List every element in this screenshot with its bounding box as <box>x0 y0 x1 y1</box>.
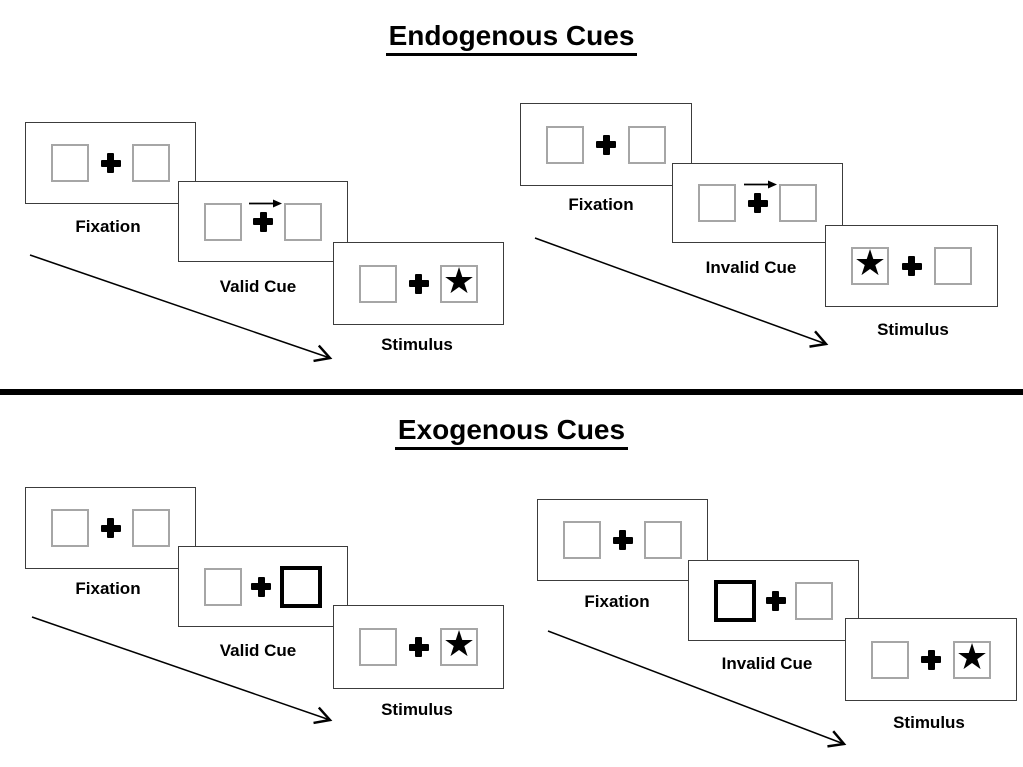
left-placeholder-box <box>51 144 89 182</box>
exo-invalid-stimulus-panel: ★ <box>845 618 1017 701</box>
right-highlighted-cue-box <box>280 565 322 608</box>
star-icon: ★ <box>955 636 989 678</box>
endo-valid-fixation-panel <box>25 122 196 204</box>
right-target-box: ★ <box>440 260 478 303</box>
fixation-cross-icon <box>921 649 941 670</box>
left-placeholder-box <box>359 628 397 666</box>
fixation-cross-icon <box>901 256 922 276</box>
left-placeholder-box <box>51 509 89 547</box>
right-placeholder-box <box>795 581 833 620</box>
exo-invalid-timeline-arrow <box>547 630 847 748</box>
step-label: Fixation <box>75 217 141 236</box>
right-placeholder-box <box>284 202 322 241</box>
right-target-box: ★ <box>440 624 478 666</box>
right-placeholder-box <box>132 144 170 182</box>
section-title-exogenous: Exogenous Cues <box>0 414 1023 450</box>
step-label: Stimulus <box>381 700 453 719</box>
right-placeholder-box <box>628 125 666 164</box>
exo-valid-cue-panel <box>178 546 348 627</box>
fixation-cross-icon <box>612 530 633 550</box>
left-placeholder-box <box>698 184 736 222</box>
star-icon: ★ <box>853 243 887 284</box>
right-placeholder-box <box>779 184 817 222</box>
right-target-box: ★ <box>953 636 991 679</box>
right-arrow-cue-icon <box>249 199 282 207</box>
right-placeholder-box <box>644 521 682 559</box>
endo-invalid-cue-panel <box>672 163 843 243</box>
section-title-endogenous: Endogenous Cues <box>0 20 1023 56</box>
left-target-box: ★ <box>851 243 889 285</box>
exo-valid-timeline-arrow <box>31 616 333 725</box>
step-label: Invalid Cue <box>705 258 797 277</box>
step-label: Invalid Cue <box>721 654 813 673</box>
endo-invalid-fixation-panel <box>520 103 692 186</box>
left-placeholder-box <box>204 567 242 606</box>
endo-valid-timeline-arrow <box>29 254 333 363</box>
step-label: Fixation <box>568 195 634 214</box>
fixation-cross-icon <box>100 518 121 538</box>
step-label: Stimulus <box>893 713 965 732</box>
fixation-cross-icon <box>408 637 429 657</box>
step-label: Valid Cue <box>219 641 297 660</box>
fixation-cross-icon <box>596 134 616 155</box>
right-placeholder-box <box>934 247 972 285</box>
exo-valid-stimulus-panel: ★ <box>333 605 504 689</box>
fixation-cross-icon <box>743 180 777 213</box>
exo-invalid-cue-panel <box>688 560 859 641</box>
step-label: Fixation <box>75 579 141 598</box>
left-placeholder-box <box>563 521 601 559</box>
fixation-cross-icon <box>100 153 121 173</box>
step-label: Fixation <box>584 592 650 611</box>
endo-valid-stimulus-panel: ★ <box>333 242 504 325</box>
endo-invalid-stimulus-panel: ★ <box>825 225 998 307</box>
step-label: Stimulus <box>381 335 453 354</box>
left-placeholder-box <box>871 640 909 679</box>
step-label: Valid Cue <box>219 277 297 296</box>
fixation-cross-icon <box>249 199 282 232</box>
right-placeholder-box <box>132 509 170 547</box>
star-icon: ★ <box>442 624 476 665</box>
exo-valid-fixation-panel <box>25 487 196 569</box>
right-arrow-cue-icon <box>743 180 777 189</box>
left-placeholder-box <box>204 202 242 241</box>
fixation-cross-icon <box>408 273 429 294</box>
left-highlighted-cue-box <box>714 579 756 622</box>
step-label: Stimulus <box>877 320 949 339</box>
section-divider <box>0 389 1023 395</box>
endo-invalid-timeline-arrow <box>534 237 829 348</box>
left-placeholder-box <box>546 125 584 164</box>
section-title-text: Endogenous Cues <box>385 20 638 56</box>
left-placeholder-box <box>359 264 397 303</box>
exo-invalid-fixation-panel <box>537 499 708 581</box>
endo-valid-cue-panel <box>178 181 348 262</box>
fixation-cross-icon <box>765 590 786 611</box>
section-title-text: Exogenous Cues <box>394 414 629 450</box>
star-icon: ★ <box>442 260 476 302</box>
fixation-cross-icon <box>251 576 271 597</box>
